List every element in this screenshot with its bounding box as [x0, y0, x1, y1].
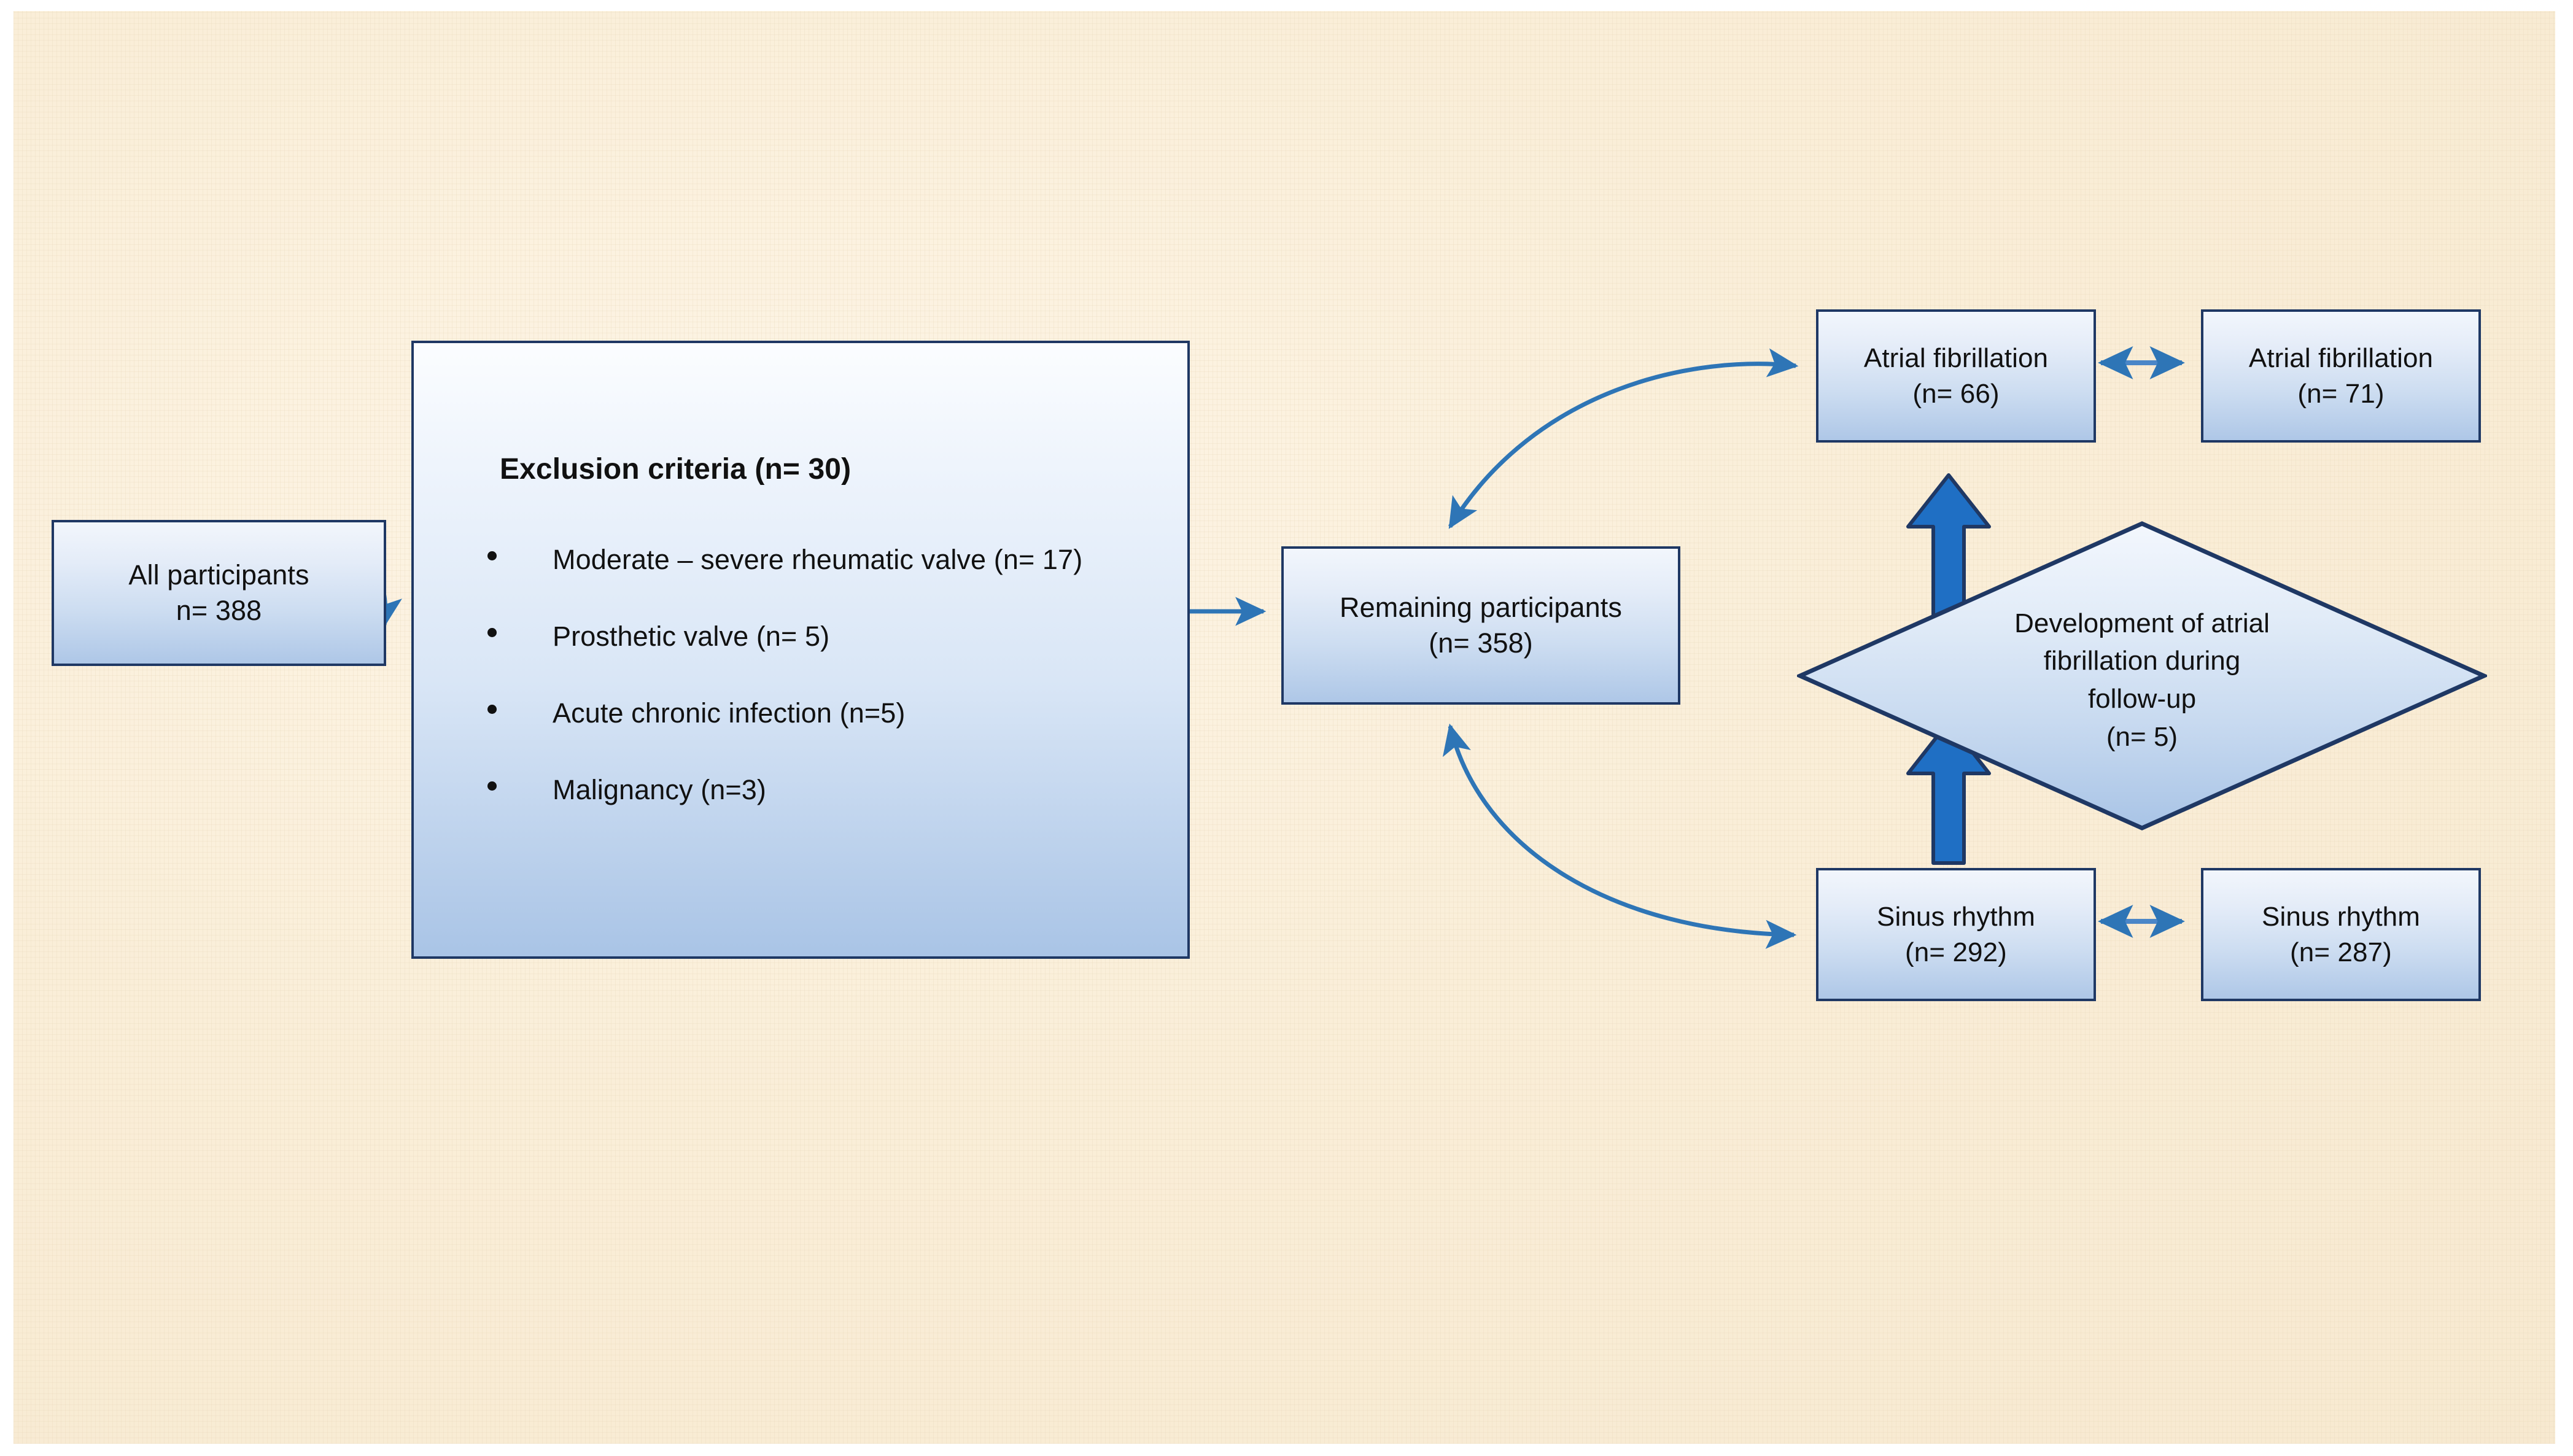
sinus-followup-line-2: (n= 287): [2290, 937, 2392, 967]
sinus-followup-line-1: Sinus rhythm: [2262, 902, 2420, 932]
af-baseline-line-2: (n= 66): [1912, 378, 2000, 409]
dev-line-4: (n= 5): [2106, 721, 2178, 752]
all-participants-line-2: n= 388: [176, 595, 262, 626]
node-sinus-rhythm-followup[interactable]: Sinus rhythm (n= 287): [2201, 868, 2481, 1001]
sinus-baseline-line-2: (n= 292): [1905, 937, 2007, 967]
exclusion-item-label: Acute chronic infection (n=5): [553, 697, 906, 729]
af-followup-line-2: (n= 71): [2297, 378, 2385, 409]
node-sinus-rhythm-baseline[interactable]: Sinus rhythm (n= 292): [1816, 868, 2096, 1001]
af-baseline-line-1: Atrial fibrillation: [1863, 343, 2049, 374]
remaining-line-2: (n= 358): [1429, 627, 1533, 659]
exclusion-item-label: Malignancy (n=3): [553, 774, 767, 805]
exclusion-item-label: Prosthetic valve (n= 5): [553, 621, 830, 652]
sinus-baseline-line-1: Sinus rhythm: [1877, 902, 2035, 932]
list-item: Malignancy (n=3): [467, 776, 1166, 853]
exclusion-criteria-title: Exclusion criteria (n= 30): [500, 453, 852, 486]
node-remaining-participants[interactable]: Remaining participants (n= 358): [1281, 546, 1680, 705]
af-followup-line-1: Atrial fibrillation: [2248, 343, 2434, 374]
node-exclusion-criteria[interactable]: Exclusion criteria (n= 30) Moderate – se…: [411, 341, 1190, 959]
node-development-of-af[interactable]: Development of atrial fibrillation durin…: [1797, 521, 2487, 831]
bullet-icon: [487, 551, 497, 560]
exclusion-criteria-list: Moderate – severe rheumatic valve (n= 17…: [467, 546, 1166, 853]
diamond-icon: [1797, 521, 2487, 831]
remaining-line-1: Remaining participants: [1340, 591, 1622, 623]
connector-af-to-remaining: [1448, 348, 1799, 529]
all-participants-line-1: All participants: [128, 559, 309, 591]
bullet-icon: [487, 781, 497, 791]
exclusion-item-label: Moderate – severe rheumatic valve (n= 17…: [553, 544, 1083, 575]
parchment-background: Development of atrial fibrillation durin…: [14, 11, 2555, 1444]
dev-line-3: follow-up: [2087, 684, 2197, 714]
dev-line-2: fibrillation during: [2043, 646, 2241, 676]
node-atrial-fibrillation-baseline[interactable]: Atrial fibrillation (n= 66): [1816, 309, 2096, 443]
list-item: Prosthetic valve (n= 5): [467, 622, 1166, 699]
node-all-participants[interactable]: All participants n= 388: [52, 520, 386, 666]
bullet-icon: [487, 705, 497, 714]
list-item: Acute chronic infection (n=5): [467, 699, 1166, 776]
connector-remaining-to-sinus: [1442, 723, 1797, 949]
dev-line-1: Development of atrial: [2014, 608, 2270, 638]
list-item: Moderate – severe rheumatic valve (n= 17…: [467, 546, 1166, 622]
node-atrial-fibrillation-followup[interactable]: Atrial fibrillation (n= 71): [2201, 309, 2481, 443]
node-development-of-af-text: Development of atrial fibrillation durin…: [1797, 521, 2487, 831]
bullet-icon: [487, 628, 497, 637]
